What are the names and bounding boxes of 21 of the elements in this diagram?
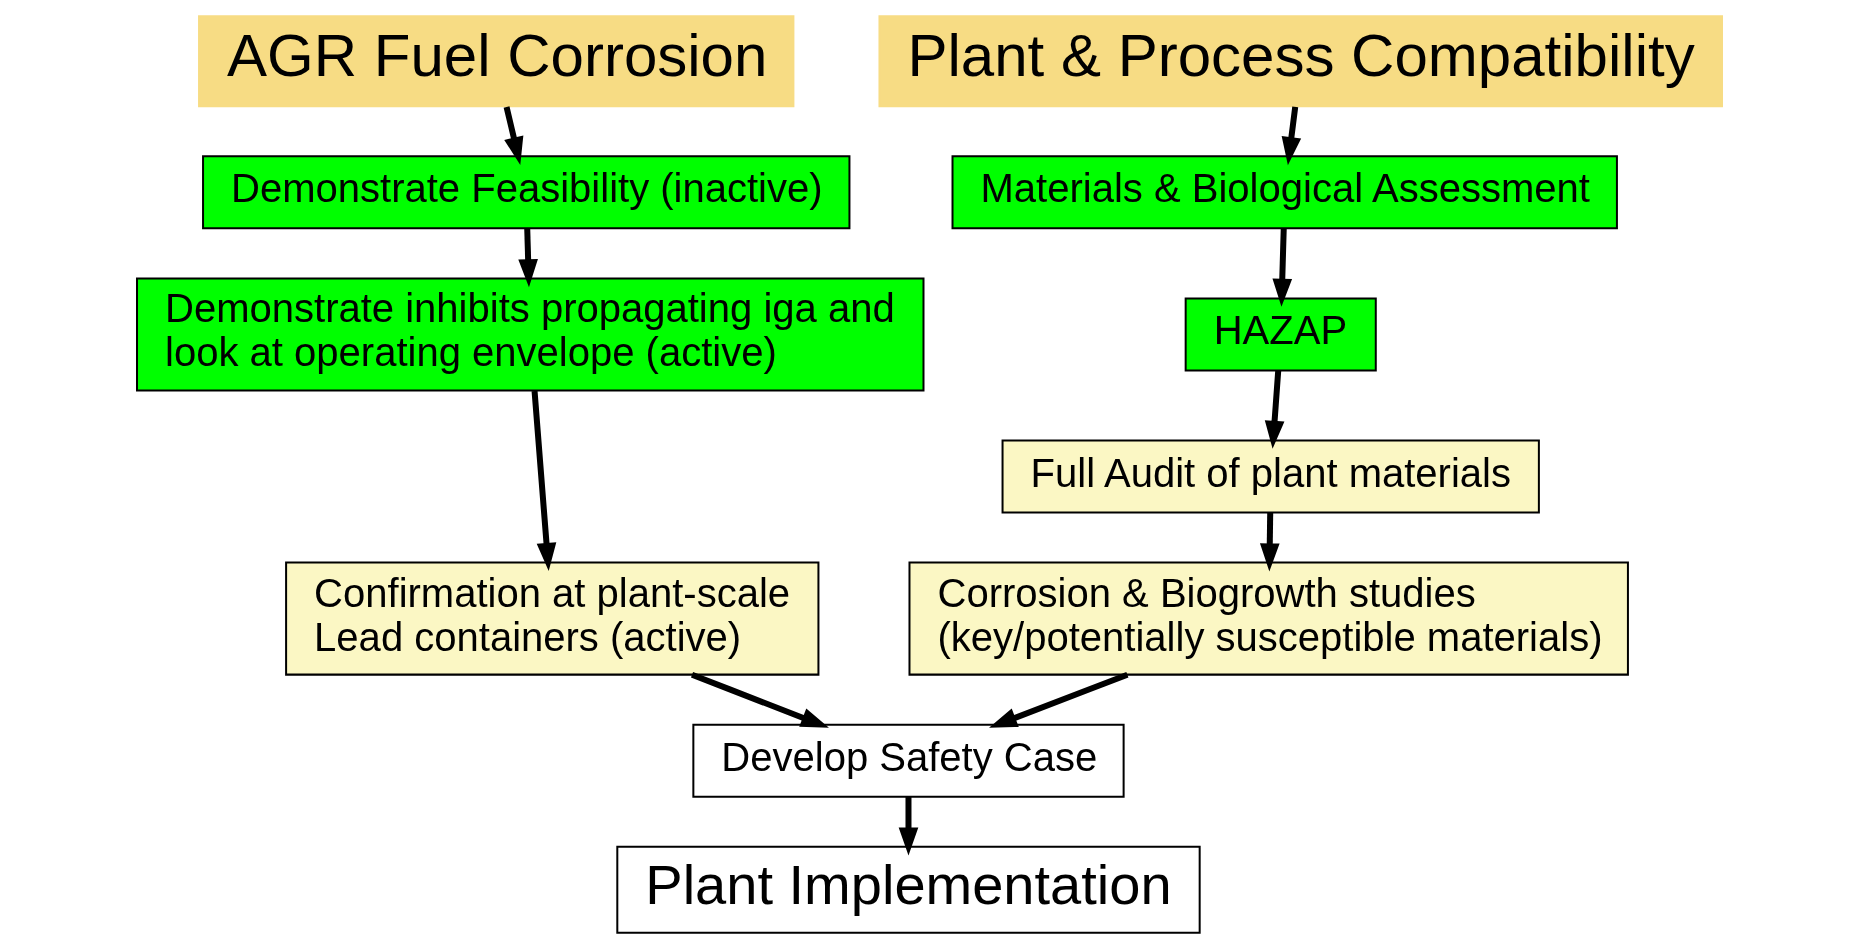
arrow — [1264, 370, 1285, 449]
arrow — [898, 796, 919, 856]
arrow — [518, 228, 538, 288]
node-box: Develop Safety Case — [692, 723, 1125, 798]
node-box: Plant Implementation — [616, 845, 1201, 934]
node-box: Materials & Biological Assessment — [951, 155, 1618, 230]
node-box: AGR Fuel Corrosion — [198, 15, 795, 108]
arrow — [1281, 106, 1302, 166]
node-box: Demonstrate inhibits propagating iga and look at operating envelope (active) — [136, 277, 925, 392]
node-box: Plant & Process Compatibility — [878, 15, 1723, 108]
arrow — [989, 671, 1129, 728]
arrow — [531, 390, 557, 572]
node-box: HAZAP — [1184, 297, 1377, 372]
node-box: Full Audit of plant materials — [1001, 439, 1540, 514]
node-box: Corrosion & Biogrowth studies (key/potentially susceptible materials) — [908, 561, 1629, 676]
arrow — [690, 671, 829, 728]
arrow — [1272, 228, 1293, 307]
arrow — [1259, 512, 1280, 572]
node-box: Demonstrate Feasibility (inactive) — [202, 155, 851, 230]
arrow — [503, 106, 524, 165]
node-box: Confirmation at plant-scale Lead containers (active) — [285, 561, 820, 676]
